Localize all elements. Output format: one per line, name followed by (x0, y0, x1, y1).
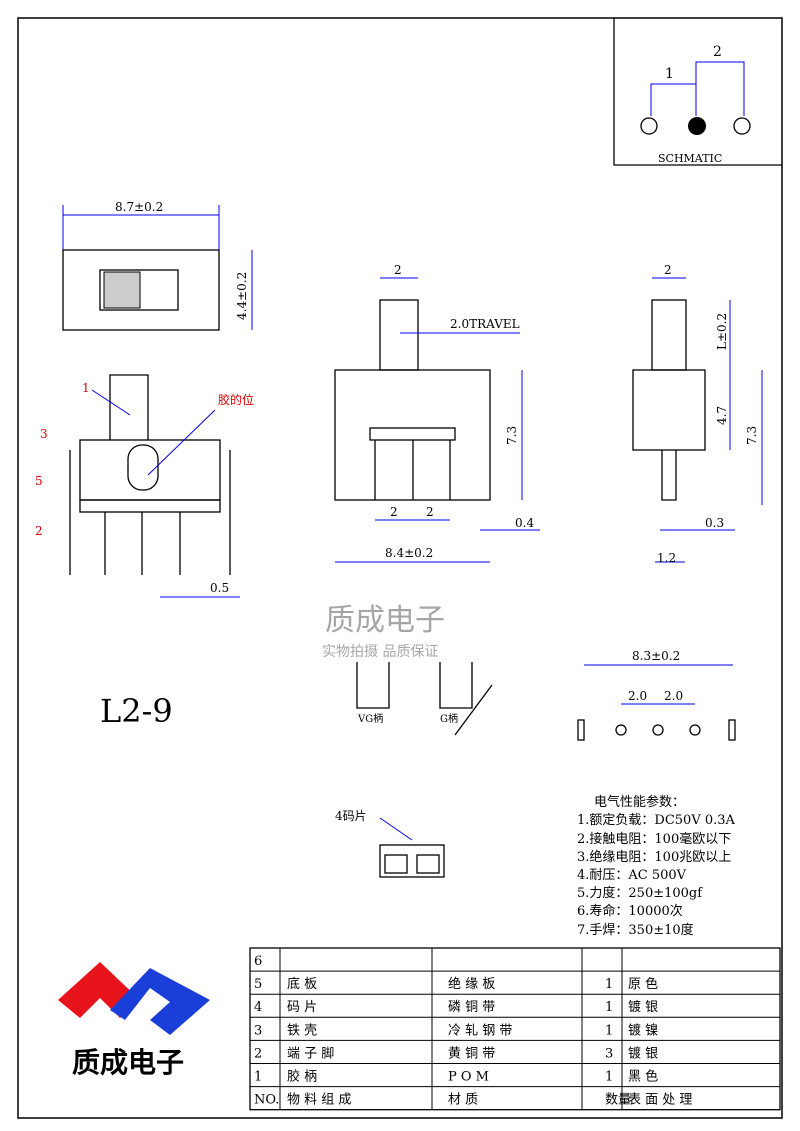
svg-text:1.2: 1.2 (657, 551, 676, 565)
svg-text:7.手焊：350±10度: 7.手焊：350±10度 (577, 922, 694, 938)
table-cell: 冷 轧 钢 带 (448, 1023, 512, 1038)
svg-text:L±0.2: L±0.2 (715, 313, 729, 350)
outer-border (17, 17, 783, 1119)
svg-text:质成电子: 质成电子 (72, 1046, 184, 1079)
contact-piece: 4码片 (335, 809, 445, 878)
table-cell: NO. (254, 1093, 279, 1108)
svg-text:3.绝缘电阻：100兆欧以上: 3.绝缘电阻：100兆欧以上 (577, 849, 731, 865)
watermark: 质成电子 实物拍摄 品质保证 (322, 603, 445, 660)
side-view: 0.5 1 3 5 2 胶的位 (35, 374, 254, 598)
electrical-specs: 电气性能参数： 1.额定负载：DC50V 0.3A 2.接触电阻：100毫欧以下… (577, 794, 736, 938)
svg-text:2: 2 (426, 505, 434, 519)
svg-text:1: 1 (82, 381, 90, 395)
svg-text:2.0: 2.0 (628, 689, 647, 703)
table-cell: 表 面 处 理 (628, 1093, 692, 1108)
table-cell: 码 片 (287, 1000, 317, 1015)
svg-text:电气性能参数：: 电气性能参数： (594, 794, 685, 810)
table-cell: 镀 银 (628, 999, 658, 1015)
pcb-layout: 8.3±0.2 2.0 2.0 (577, 649, 736, 741)
svg-text:G柄: G柄 (440, 712, 458, 725)
svg-text:4.7: 4.7 (715, 406, 729, 425)
table-cell: 胶 柄 (287, 1069, 317, 1085)
table-cell: 黄 铜 带 (448, 1046, 495, 1061)
svg-text:2: 2 (664, 263, 672, 277)
table-cell: 原 色 (628, 976, 658, 992)
handle-types: VG柄 G柄 (356, 662, 493, 736)
svg-text:2.接触电阻：100毫欧以下: 2.接触电阻：100毫欧以下 (577, 831, 731, 847)
svg-text:6.寿命：10000次: 6.寿命：10000次 (577, 903, 683, 919)
table-cell: 端 子 脚 (287, 1045, 334, 1061)
table-cell: 绝 缘 板 (448, 976, 495, 992)
schematic-title: SCHMATIC (658, 152, 722, 165)
svg-text:0.5: 0.5 (210, 581, 229, 595)
svg-text:1.额定负载：DC50V 0.3A: 1.额定负载：DC50V 0.3A (577, 813, 736, 828)
svg-text:5: 5 (35, 474, 43, 488)
pin-2-label: 2 (713, 44, 722, 60)
svg-text:8.4±0.2: 8.4±0.2 (385, 546, 433, 560)
table-cell: 1 (605, 1000, 613, 1015)
svg-text:8.3±0.2: 8.3±0.2 (632, 649, 680, 663)
svg-text:8.7±0.2: 8.7±0.2 (115, 200, 163, 214)
pin-1-label: 1 (665, 66, 674, 82)
front-view: 2 2.0TRAVEL 7.3 2 2 8.4±0.2 0.4 (334, 263, 540, 563)
table-cell: 物 料 组 成 (287, 1093, 351, 1108)
svg-text:实物拍摄 品质保证: 实物拍摄 品质保证 (322, 644, 438, 660)
svg-text:2.0: 2.0 (664, 689, 683, 703)
svg-text:2: 2 (35, 524, 43, 538)
svg-text:4码片: 4码片 (335, 809, 367, 823)
svg-text:2: 2 (390, 505, 398, 519)
table-cell: 3 (254, 1023, 262, 1038)
svg-text:4.耐压：AC 500V: 4.耐压：AC 500V (577, 868, 687, 883)
table-cell: 黑 色 (628, 1069, 658, 1085)
table-cell: 5 (254, 977, 262, 992)
table-cell: 1 (605, 1023, 613, 1038)
svg-text:2: 2 (394, 263, 402, 277)
svg-text:胶的位: 胶的位 (218, 392, 254, 407)
table-cell: 3 (605, 1046, 613, 1061)
company-logo: 质成电子 (58, 962, 210, 1079)
table-cell: 底 板 (287, 976, 317, 992)
table-cell: 1 (605, 977, 613, 992)
table-cell: 6 (254, 954, 262, 969)
end-view: 2 L±0.2 4.7 7.3 0.3 1.2 (632, 263, 763, 565)
schematic: 1 2 SCHMATIC (613, 18, 782, 166)
table-cell: 磷 铜 带 (448, 1000, 495, 1015)
table-cell: 4 (254, 1000, 262, 1015)
table-cell: 镀 银 (628, 1045, 658, 1061)
svg-text:7.3: 7.3 (745, 426, 759, 445)
table-frame (249, 947, 781, 1111)
table-cell: 铁 壳 (287, 1023, 317, 1038)
top-view: 8.7±0.2 4.4±0.2 (62, 200, 253, 331)
table-cell: 镀 镍 (628, 1022, 658, 1038)
table-cell: 材 质 (448, 1093, 478, 1108)
table-cell: 1 (254, 1070, 262, 1085)
svg-text:5.力度：250±100gf: 5.力度：250±100gf (577, 885, 703, 901)
svg-text:2.0TRAVEL: 2.0TRAVEL (450, 317, 520, 331)
model-number: L2-9 (100, 692, 173, 730)
table-cell: 1 (605, 1070, 613, 1085)
table-cell: 数量 (605, 1093, 631, 1108)
svg-text:0.4: 0.4 (515, 516, 534, 530)
table-cell: 2 (254, 1046, 262, 1061)
table-cell: P O M (448, 1070, 489, 1085)
svg-text:质成电子: 质成电子 (325, 603, 445, 638)
svg-text:0.3: 0.3 (705, 516, 724, 530)
svg-text:3: 3 (40, 427, 48, 441)
svg-text:4.4±0.2: 4.4±0.2 (235, 272, 249, 320)
svg-text:VG柄: VG柄 (357, 712, 383, 725)
svg-text:7.3: 7.3 (505, 426, 519, 445)
